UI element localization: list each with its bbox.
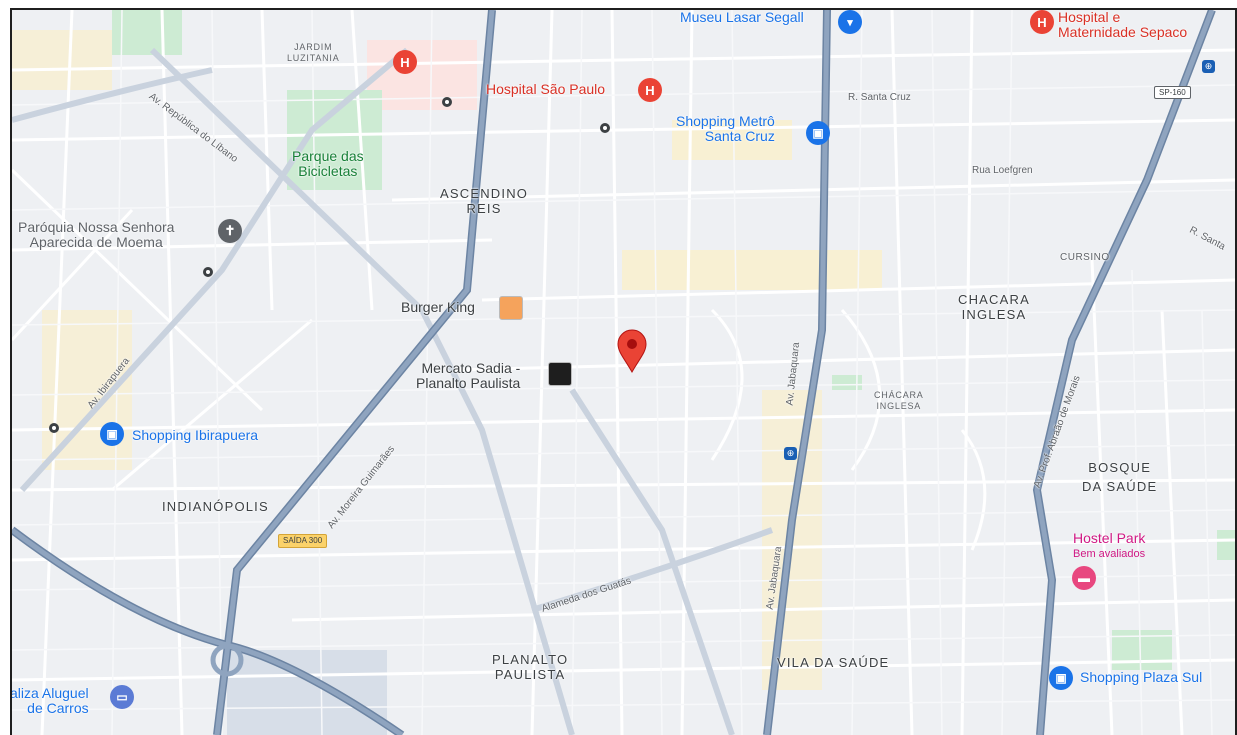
transit-stop-icon[interactable] — [442, 97, 452, 107]
hospital-icon[interactable]: H — [1030, 10, 1054, 34]
shopping-bag-icon[interactable]: ▣ — [100, 422, 124, 446]
airport-area — [227, 650, 387, 735]
shopping-bag-icon[interactable]: ▣ — [1049, 666, 1073, 690]
park-area — [1217, 530, 1235, 560]
avenues — [12, 47, 774, 735]
park-area — [112, 10, 182, 55]
poi-shopping-ibirapuera-label[interactable]: Shopping Ibirapuera — [132, 427, 259, 443]
poi-hospital-sao-paulo-label[interactable]: Hospital São Paulo — [486, 81, 606, 97]
shopping-bag-icon[interactable]: ▣ — [806, 121, 830, 145]
minor-streets — [12, 10, 1235, 735]
label-vila-da-saude: VILA DA SAÚDE — [777, 655, 890, 670]
park-area — [832, 375, 862, 390]
museum-icon[interactable]: ▾ — [838, 10, 862, 34]
hospital-icon[interactable]: H — [638, 78, 662, 102]
transit-stop-icon[interactable] — [49, 423, 59, 433]
location-pin[interactable] — [617, 329, 647, 374]
transit-stop-icon[interactable] — [203, 267, 213, 277]
label-indianopolis: INDIANÓPOLIS — [162, 499, 269, 514]
exit-shield-saida300: SAÍDA 300 — [278, 534, 328, 548]
hospital-icon[interactable]: H — [393, 50, 417, 74]
street-santa-cruz: R. Santa Cruz — [848, 92, 911, 103]
metro-station-icon[interactable]: ⊕ — [1202, 60, 1215, 73]
side-streets — [12, 10, 1235, 735]
map-canvas[interactable] — [12, 10, 1235, 735]
street-cursino: CURSINO — [1060, 252, 1110, 263]
transit-stop-icon[interactable] — [600, 123, 610, 133]
burger-king-logo-icon[interactable] — [499, 296, 523, 320]
commercial-area — [12, 30, 112, 90]
poi-museu-label[interactable]: Museu Lasar Segall — [680, 9, 804, 25]
church-icon[interactable]: ✝ — [218, 219, 242, 243]
poi-mercato-label[interactable]: Mercato Sadia -Planalto Paulista — [416, 360, 521, 391]
poi-hostel-park-label[interactable]: Hostel Park — [1073, 530, 1146, 546]
interchange — [210, 643, 244, 677]
poi-shopping-plaza-sul-label[interactable]: Shopping Plaza Sul — [1080, 669, 1203, 685]
commercial-area — [622, 250, 882, 290]
street-loefgren: Rua Loefgren — [972, 165, 1033, 176]
bed-icon[interactable]: ▬ — [1072, 566, 1096, 590]
mercato-logo-icon[interactable] — [548, 362, 572, 386]
poi-hostel-rating: Bem avaliados — [1073, 548, 1146, 560]
highway-shield-sp160: SP-160 — [1154, 86, 1191, 99]
poi-burger-king-label[interactable]: Burger King — [401, 299, 475, 315]
metro-station-icon[interactable]: ⊕ — [784, 447, 797, 460]
car-rental-icon[interactable]: ▭ — [110, 685, 134, 709]
